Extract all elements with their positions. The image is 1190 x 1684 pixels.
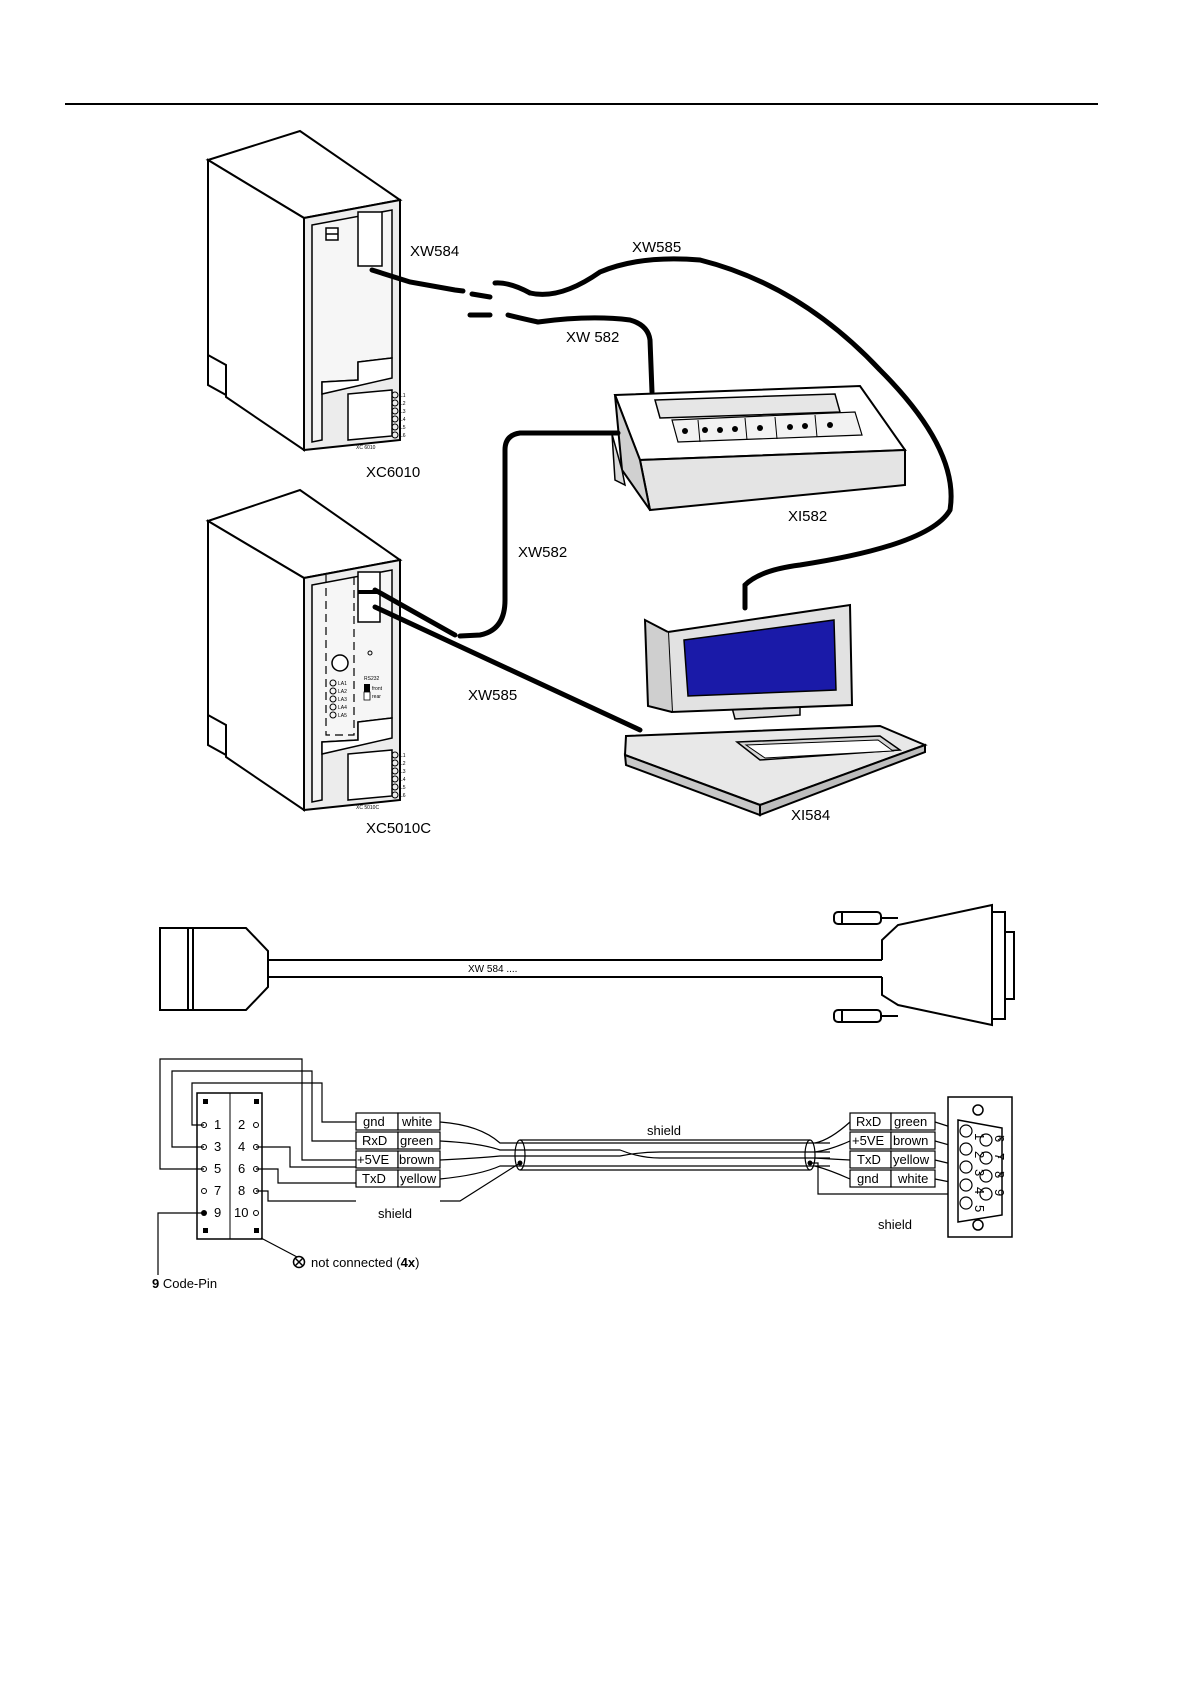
xc5010c-led-column: L1 L2 L3 L4 L5 L6 (391, 751, 406, 799)
led-label: L3 (400, 409, 406, 415)
rs232-label: RS232 (364, 676, 380, 682)
label-xw585-mid: XW585 (468, 687, 517, 704)
led-label: L3 (400, 769, 406, 775)
led-label: L6 (400, 433, 406, 439)
pin-label: 2 (238, 1117, 245, 1132)
dsub-pin-label: 4 (972, 1187, 987, 1194)
wire-color-label: yellow (893, 1152, 930, 1167)
shield-label-right: shield (878, 1217, 912, 1232)
signal-label: TxD (857, 1152, 881, 1167)
dsub-pin-label: 5 (972, 1205, 987, 1212)
xi582-device (611, 384, 907, 512)
xw584-cable-drawing (159, 903, 1015, 1027)
cable-xw585-top (527, 256, 954, 611)
rs232-switch-front: front (372, 686, 383, 692)
signal-label: RxD (362, 1133, 387, 1148)
wire-color-label: white (401, 1114, 432, 1129)
cable-label: XW 584 .... (468, 964, 517, 975)
right-dsub9-connector: 1 2 3 4 5 6 7 8 9 (947, 1096, 1013, 1238)
label-xw585-top: XW585 (632, 239, 681, 256)
xc6010-led-column: L1 L2 L3 L4 L5 L6 (391, 391, 406, 439)
label-xc6010: XC6010 (366, 464, 420, 481)
signal-label: +5VE (357, 1152, 389, 1167)
wire-color-label: brown (399, 1152, 434, 1167)
pin-label: 8 (238, 1183, 245, 1198)
led-label: L4 (400, 777, 406, 783)
signal-label: TxD (362, 1171, 386, 1186)
pin-label: 6 (238, 1161, 245, 1176)
pin-label: 3 (214, 1139, 221, 1154)
pin-label: 9 (214, 1205, 221, 1220)
wire-color-label: white (897, 1171, 928, 1186)
led-label: L5 (400, 785, 406, 791)
wire-color-label: green (894, 1114, 927, 1129)
signal-label: gnd (363, 1114, 385, 1129)
cable-xw582-mid (457, 430, 621, 639)
wire-color-label: brown (893, 1133, 928, 1148)
shield-label-center: shield (647, 1123, 681, 1138)
xc5010c-device: LA1 LA2 LA3 LA4 LA5 RS232 front rear L1 (205, 488, 406, 812)
pinout-wiring-diagram: 1 2 3 4 5 6 7 8 9 10 (152, 1058, 1013, 1291)
left-wire-table: gnd white RxD green +5VE brown TxD yello… (355, 1112, 441, 1188)
xc5010c-model-plate: XC 5010C (356, 805, 379, 811)
led-label: L1 (400, 393, 406, 399)
pin-label: 5 (214, 1161, 221, 1176)
led-label: L4 (400, 417, 406, 423)
led-label: LA1 (338, 681, 347, 687)
dsub-pin-label: 3 (972, 1169, 987, 1176)
xc6010-model-plate: XC 6010 (356, 445, 376, 451)
label-xc5010c: XC5010C (366, 820, 431, 837)
led-label: L2 (400, 401, 406, 407)
not-connected-note: not connected (4x) (311, 1255, 419, 1270)
signal-label: RxD (856, 1114, 881, 1129)
pin-label: 7 (214, 1183, 221, 1198)
left-pin-labels: 1 2 3 4 5 6 7 8 9 10 (214, 1117, 248, 1220)
label-xw582-mid: XW582 (518, 544, 567, 561)
cable-xw585-mid (372, 604, 643, 733)
pin-label: 4 (238, 1139, 245, 1154)
pin-label: 10 (234, 1205, 248, 1220)
dsub-pin-label: 1 (972, 1133, 987, 1140)
cable-xw582-top (535, 315, 655, 395)
led-label: LA3 (338, 697, 347, 703)
led-label: L2 (400, 761, 406, 767)
not-connected-icon (292, 1255, 306, 1269)
laptop-screen (683, 619, 837, 697)
led-label: L6 (400, 793, 406, 799)
code-pin-note: 9 Code-Pin (152, 1276, 217, 1291)
rs232-switch-rear: rear (372, 694, 381, 700)
label-xi582: XI582 (788, 508, 827, 525)
led-label: LA2 (338, 689, 347, 695)
dsub-pin-label: 2 (972, 1151, 987, 1158)
wire-color-label: green (400, 1133, 433, 1148)
label-xi584: XI584 (791, 807, 830, 824)
pin-label: 1 (214, 1117, 221, 1132)
led-label: LA4 (338, 705, 347, 711)
signal-label: +5VE (852, 1133, 884, 1148)
shield-label-left: shield (378, 1206, 412, 1221)
led-label: L1 (400, 753, 406, 759)
xc6010-device: L1 L2 L3 L4 L5 L6 XC 6010 (205, 129, 406, 452)
cables (369, 256, 954, 733)
led-label: L5 (400, 425, 406, 431)
dsub-pin-label: 9 (992, 1189, 1007, 1196)
xc5010c-la-led-column: LA1 LA2 LA3 LA4 LA5 (329, 679, 347, 719)
system-overview-diagram: L1 L2 L3 L4 L5 L6 XC 6010 (205, 129, 954, 837)
led-label: LA5 (338, 713, 347, 719)
xi584-device (623, 603, 928, 817)
wire-color-label: yellow (400, 1171, 437, 1186)
right-wire-table: RxD green +5VE brown TxD yellow gnd whit… (849, 1112, 936, 1188)
label-xw582-top: XW 582 (566, 329, 619, 346)
label-xw584: XW584 (410, 243, 459, 260)
cable-xw584 (369, 267, 466, 294)
signal-label: gnd (857, 1171, 879, 1186)
